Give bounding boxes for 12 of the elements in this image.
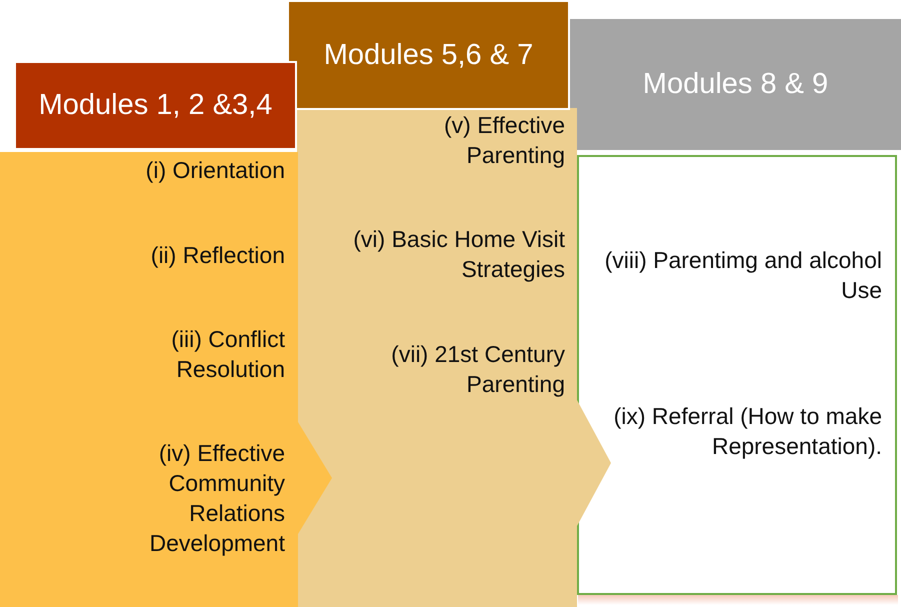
module-topic: (i) Orientation: [144, 156, 285, 185]
module-heading: Modules 5,6 & 7: [324, 38, 534, 72]
module-topic: (vi) Basic Home Visit Strategies: [352, 225, 565, 284]
module-topic: (iii) Conflict Resolution: [170, 325, 285, 384]
module-topic: (v) Effective Parenting: [443, 111, 565, 170]
module-heading: Modules 1, 2 &3,4: [38, 89, 272, 122]
module-topic: (ii) Reflection: [150, 241, 285, 270]
module-topic: (iv) Effective Community Relations Development: [148, 439, 285, 558]
module-heading: Modules 8 & 9: [642, 68, 828, 101]
module-topic: (ix) Referral (How to make Representation).: [612, 402, 882, 461]
module-topic: (vii) 21st Century Parenting: [390, 340, 565, 399]
module-topic: (viii) Parentimg and alcohol Use: [604, 246, 882, 305]
